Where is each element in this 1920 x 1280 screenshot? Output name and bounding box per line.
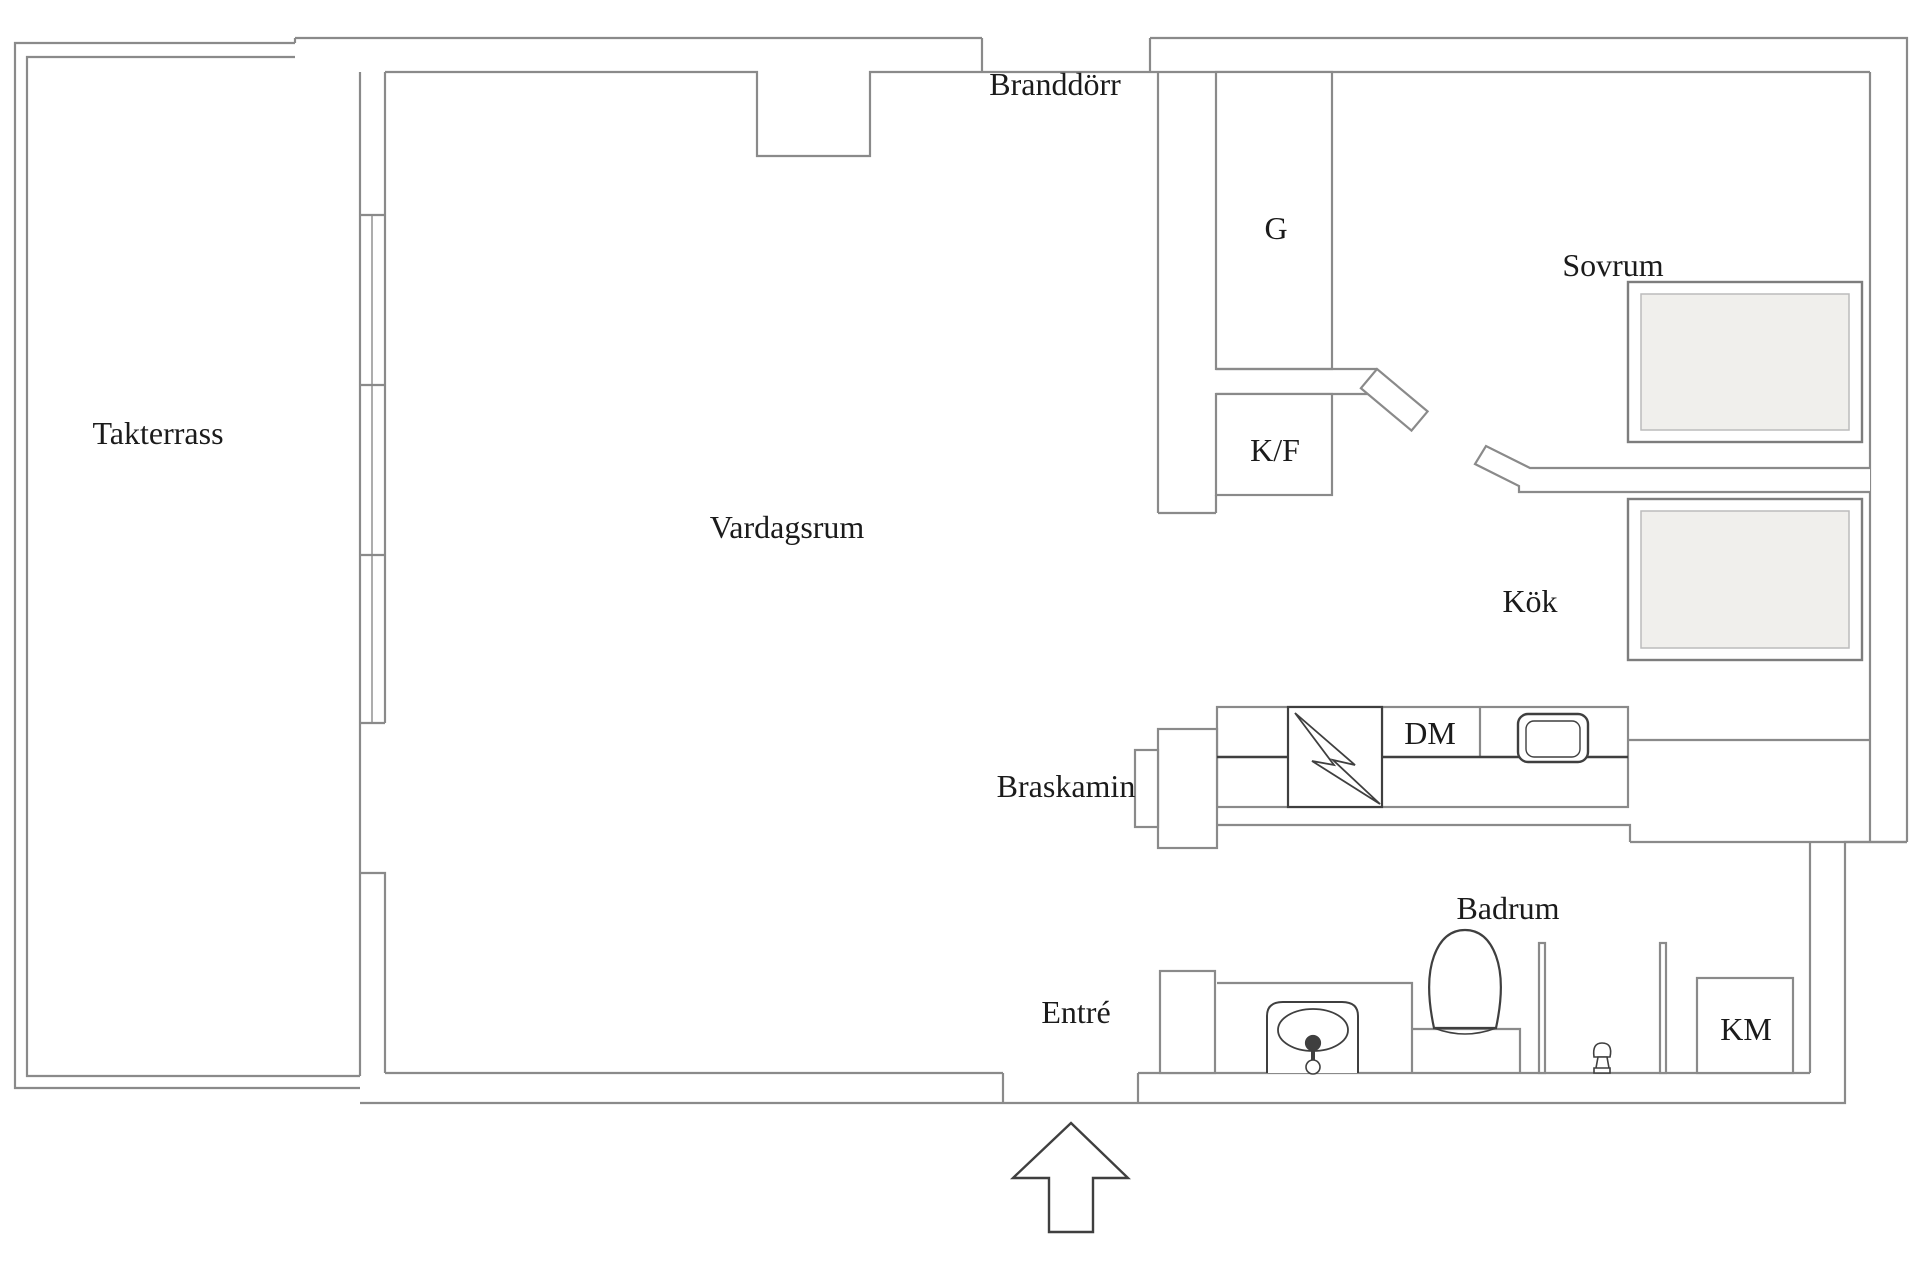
toilet-rim bbox=[1433, 1027, 1497, 1035]
terrace-inner-wall bbox=[25, 55, 360, 1078]
floor-drain-base bbox=[1593, 1056, 1611, 1074]
bottom-inner-wall bbox=[385, 1071, 1810, 1103]
label-takterrass: Takterrass bbox=[92, 415, 223, 451]
furniture-group bbox=[1626, 280, 1864, 662]
living-room-east-wall bbox=[1156, 72, 1218, 515]
label-diskmaskin: DM bbox=[1404, 715, 1456, 751]
label-vardagsrum: Vardagsrum bbox=[710, 509, 865, 545]
top-inner-wall bbox=[385, 70, 1870, 158]
kitchen-sink-icon bbox=[1516, 712, 1590, 764]
label-sovrum: Sovrum bbox=[1562, 247, 1663, 283]
bathroom-counter bbox=[1217, 981, 1414, 1073]
kitchen-south-wall bbox=[1217, 823, 1907, 844]
label-branddorr: Branddörr bbox=[989, 66, 1121, 102]
kok-sovrum-divider-wall bbox=[1473, 444, 1870, 494]
terrace-outer-wall bbox=[13, 41, 360, 1090]
floor-drain-icon bbox=[1592, 1042, 1612, 1058]
faucet-icon bbox=[1304, 1034, 1322, 1052]
toilet-platform bbox=[1412, 1027, 1522, 1073]
washing-machine-box bbox=[1695, 976, 1795, 1075]
labels-group: Takterrass Vardagsrum Branddörr G Sovrum… bbox=[92, 66, 1771, 1047]
label-km: KM bbox=[1720, 1011, 1772, 1047]
faucet-handle bbox=[1305, 1059, 1321, 1075]
building-outer-wall bbox=[293, 36, 1909, 1105]
double-bed-mattress bbox=[1640, 510, 1850, 649]
shower-screen-icon bbox=[1537, 941, 1547, 1075]
walls-group bbox=[13, 36, 1909, 1105]
entry-pier-wall bbox=[1158, 969, 1217, 1075]
fixtures-group bbox=[1009, 705, 1628, 1234]
label-braskamin: Braskamin bbox=[997, 768, 1136, 804]
entrance-arrow-icon bbox=[1009, 1121, 1131, 1234]
double-bed-mattress bbox=[1640, 293, 1850, 431]
living-room-west-lower-wall bbox=[360, 871, 387, 1073]
sovrum-door-wall bbox=[1216, 367, 1377, 396]
wood-stove-box bbox=[1156, 727, 1219, 850]
wood-stove-hearth bbox=[1133, 748, 1160, 829]
fridge-freezer-box bbox=[1214, 392, 1334, 497]
kitchen-sink-basin bbox=[1525, 720, 1581, 758]
label-garderob: G bbox=[1264, 210, 1287, 246]
label-kylfrys: K/F bbox=[1250, 432, 1300, 468]
lightning-bolt-glyph bbox=[1294, 712, 1381, 805]
sovrum-door-leaf bbox=[1359, 367, 1430, 433]
label-kok: Kök bbox=[1502, 583, 1557, 619]
toilet-icon bbox=[1428, 928, 1502, 1030]
shower-screen-icon bbox=[1658, 941, 1668, 1075]
label-badrum: Badrum bbox=[1456, 890, 1559, 926]
label-entre: Entré bbox=[1041, 994, 1110, 1030]
